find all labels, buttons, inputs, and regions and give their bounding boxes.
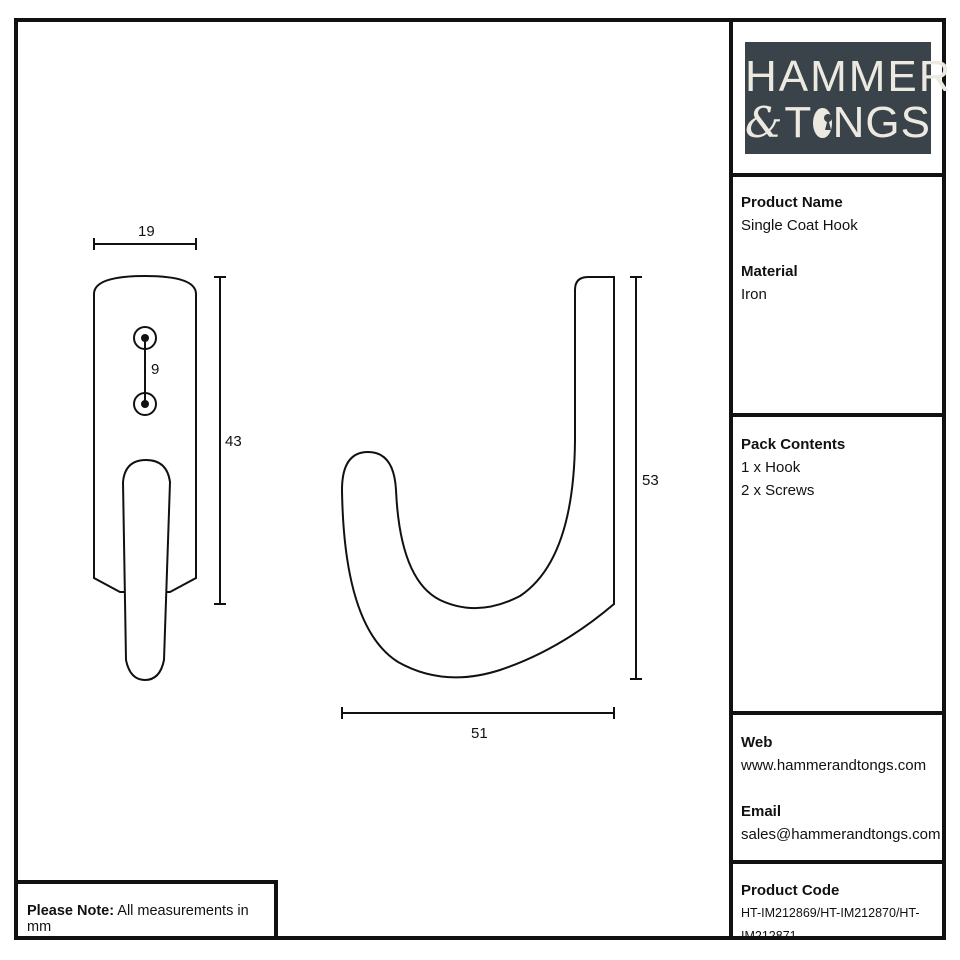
divider-logo (729, 173, 946, 177)
material-label: Material (741, 263, 798, 280)
pack-contents-label: Pack Contents (741, 436, 846, 453)
divider-contact (729, 860, 946, 864)
divider-pack (729, 711, 946, 715)
pack-item: 2 x Screws (741, 482, 815, 499)
panel-divider (729, 18, 733, 940)
dim-screw-spacing-label: 9 (151, 361, 159, 378)
web-label: Web (741, 734, 773, 751)
product-section: Product Name Single Coat Hook Material I… (741, 191, 858, 306)
sheet-frame (14, 18, 946, 940)
email-label: Email (741, 803, 782, 820)
product-name-value: Single Coat Hook (741, 217, 858, 234)
dim-side-height-label: 53 (642, 472, 659, 489)
logo-line-2: & T NGS (745, 100, 931, 146)
web-link[interactable]: www.hammerandtongs.com (741, 757, 927, 774)
logo-ampersand: & (745, 98, 784, 147)
note-label: Please Note: (27, 903, 115, 919)
product-code-value: HT-IM212869/HT-IM212870/HT-IM212871 (741, 906, 920, 943)
logo-line-1: HAMMER (745, 52, 953, 101)
pack-item: 1 x Hook (741, 459, 801, 476)
contact-section: Web www.hammerandtongs.com Email sales@h… (741, 731, 940, 846)
logo-line-2-left: T (784, 98, 813, 147)
front-backplate (93, 274, 197, 593)
product-code-label: Product Code (741, 882, 840, 899)
dim-side-depth-label: 51 (471, 725, 488, 742)
email-link[interactable]: sales@hammerandtongs.com (741, 826, 941, 843)
brand-logo: HAMMER & T NGS (745, 42, 953, 154)
divider-product (729, 413, 946, 417)
dim-front-width-label: 19 (138, 223, 155, 240)
logo-line-2-right: NGS (832, 98, 931, 147)
dim-front-height-label: 43 (225, 433, 242, 450)
front-hook-arm (121, 458, 172, 682)
side-hook-profile (340, 276, 615, 679)
product-name-label: Product Name (741, 194, 843, 211)
material-value: Iron (741, 286, 767, 303)
product-code-section: Product Code HT-IM212869/HT-IM212870/HT-… (741, 879, 960, 948)
note-text: All measurements in mm (27, 903, 249, 935)
pack-section: Pack Contents 1 x Hook 2 x Screws (741, 433, 845, 502)
measurement-note: Please Note: All measurements in mm (14, 880, 278, 940)
keyhole-icon (813, 108, 833, 138)
